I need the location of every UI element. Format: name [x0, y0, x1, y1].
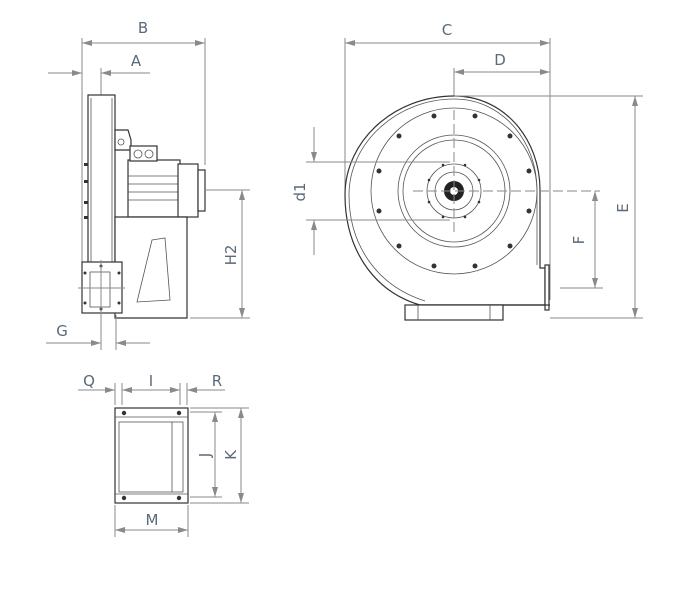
label-e: E [614, 203, 632, 212]
motor-stand [114, 216, 188, 319]
label-a: A [131, 52, 142, 70]
label-g: G [56, 322, 68, 340]
front-view: C D [291, 21, 643, 321]
label-i: I [149, 372, 153, 390]
motor [127, 159, 181, 218]
label-q: Q [83, 372, 95, 390]
inlet-bolts [376, 113, 532, 269]
label-d: D [494, 51, 506, 69]
label-b: B [138, 19, 148, 37]
scroll-housing [344, 95, 546, 306]
label-r: R [212, 372, 222, 390]
label-f: F [570, 236, 588, 245]
outlet-flange-view: Q I R J K M [78, 372, 249, 537]
label-c: C [442, 21, 452, 39]
label-d1: d1 [291, 182, 309, 201]
label-h2: H2 [222, 245, 240, 266]
label-k: K [222, 449, 240, 460]
label-j: J [196, 453, 214, 458]
side-view: B A [46, 19, 250, 350]
label-m: M [146, 511, 159, 529]
base [404, 304, 504, 321]
terminal-box [129, 145, 158, 162]
